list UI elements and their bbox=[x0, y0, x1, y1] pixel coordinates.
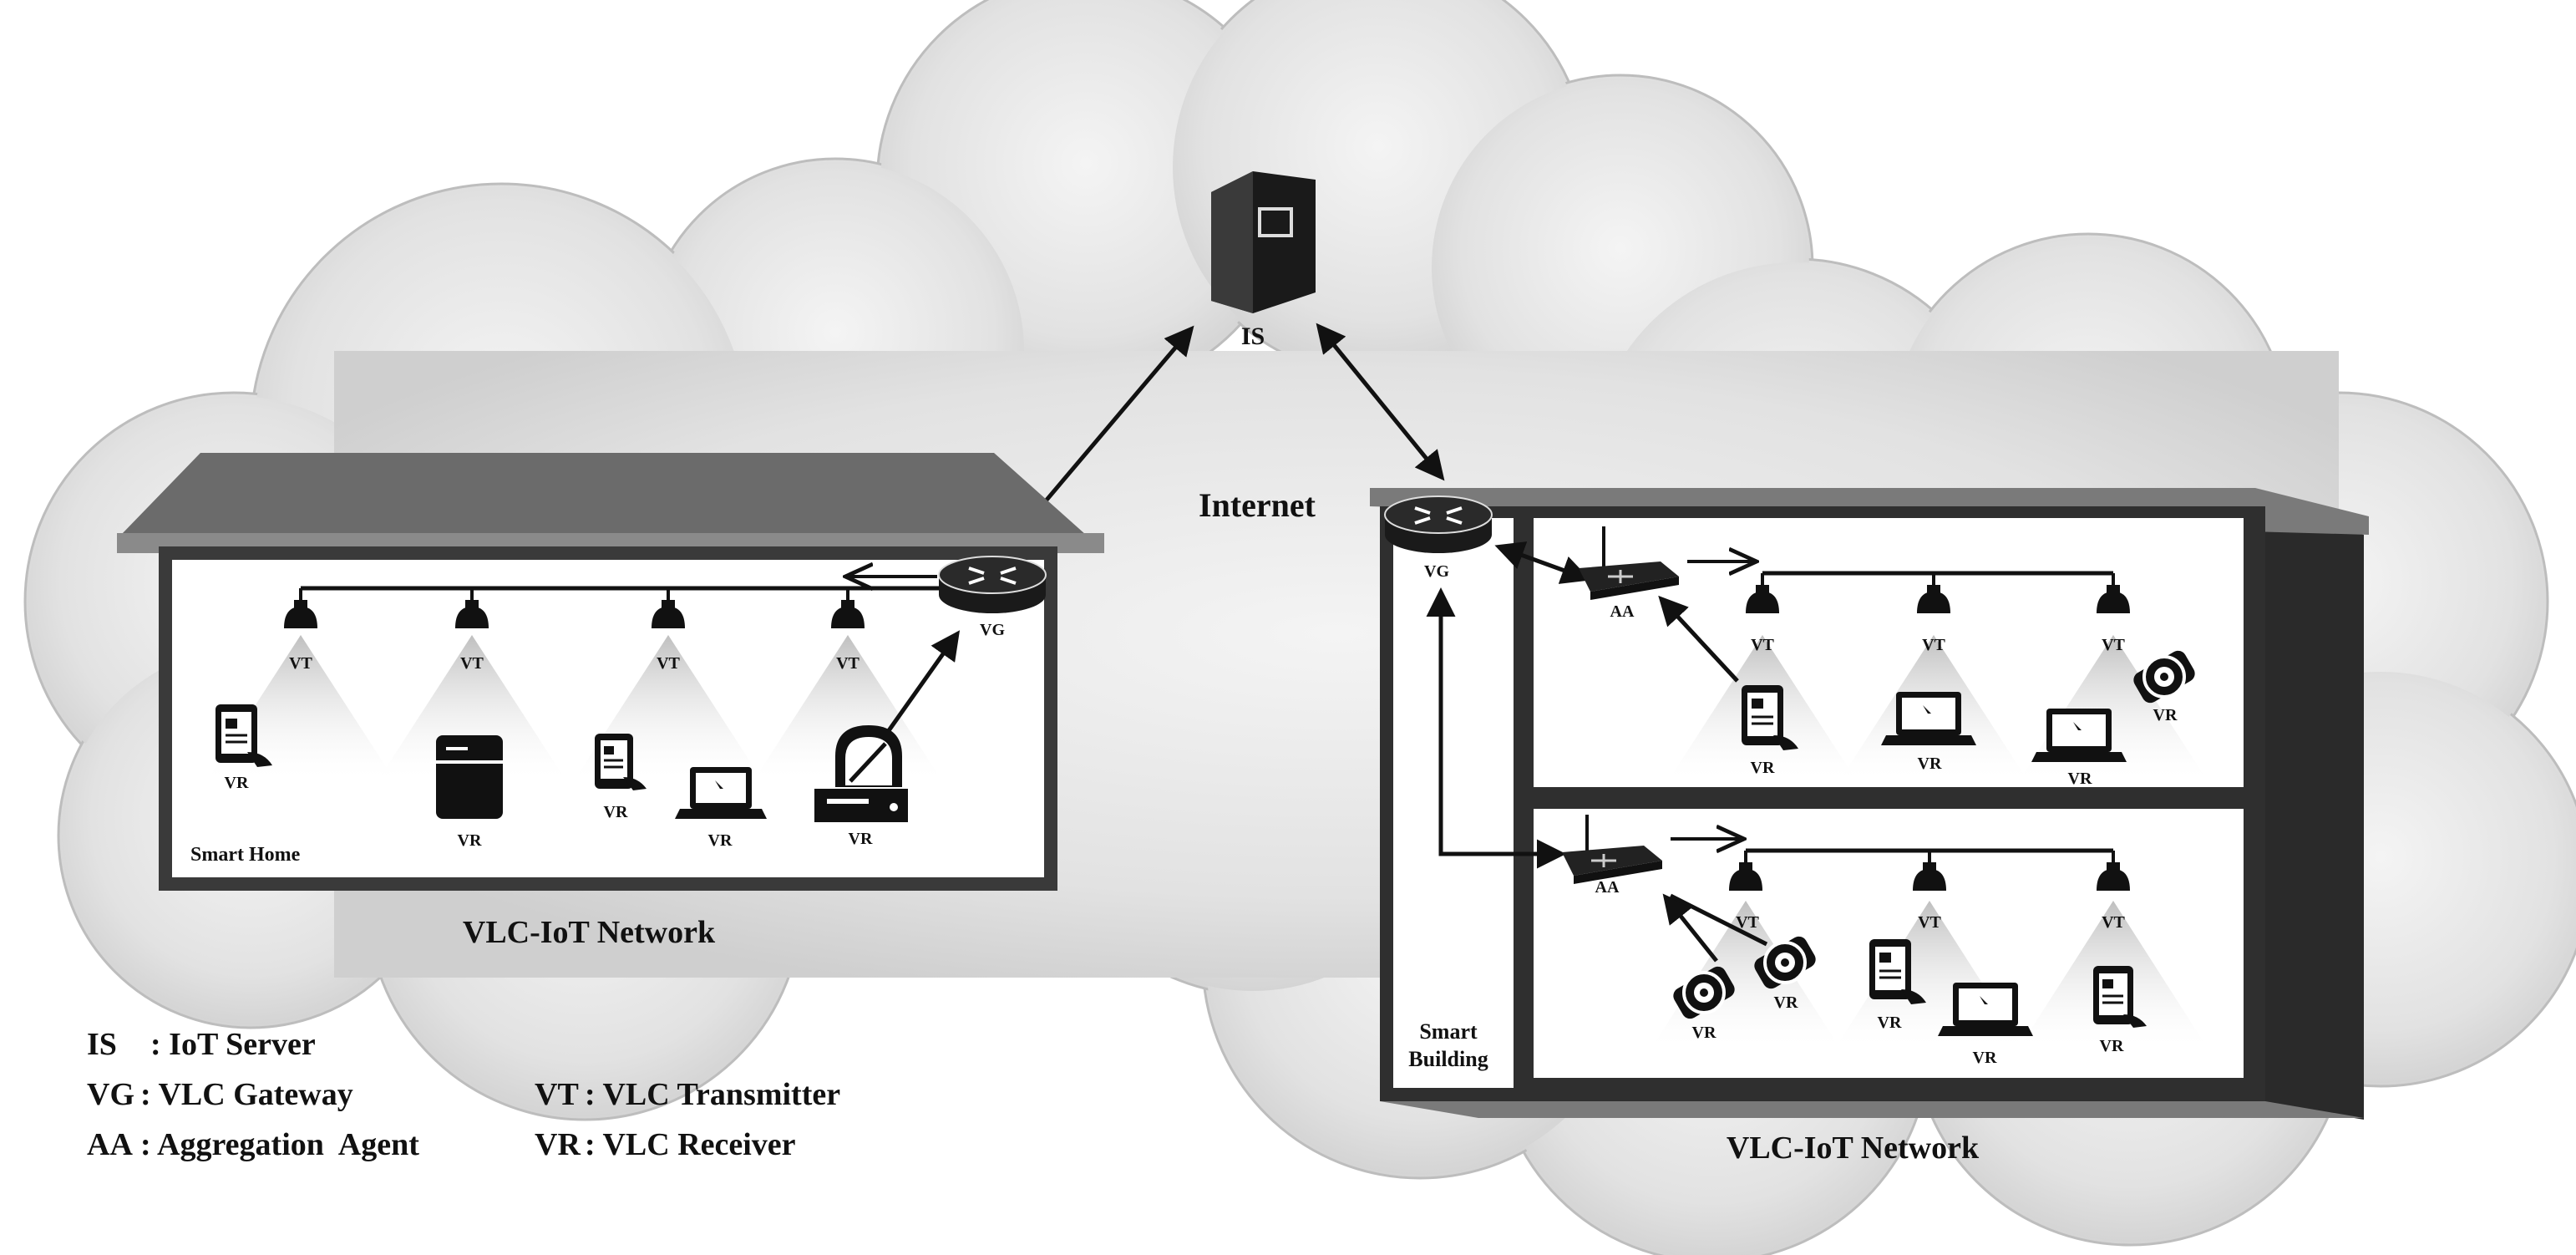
home-network-label: VLC-IoT Network bbox=[463, 915, 716, 950]
building-gateway-label: VG bbox=[1424, 562, 1449, 581]
smart-building-title-line1: Smart bbox=[1419, 1019, 1478, 1044]
upper-vt-label: VT bbox=[2102, 636, 2125, 654]
home-vr-label: VR bbox=[458, 831, 482, 850]
legend-abbr: VT bbox=[535, 1077, 579, 1112]
smart-home-title: Smart Home bbox=[190, 844, 301, 866]
lower-vt-label: VT bbox=[1736, 913, 1759, 932]
lower-vt-label: VT bbox=[1918, 913, 1941, 932]
bulb-icon bbox=[1917, 573, 1950, 613]
legend-abbr: VG bbox=[87, 1077, 134, 1112]
internet-label: Internet bbox=[1199, 486, 1316, 524]
link-building-gateway-server bbox=[1316, 323, 1445, 481]
lower-vr-label: VR bbox=[1774, 993, 1798, 1012]
tablet-icon bbox=[595, 734, 647, 790]
building-floor-base bbox=[1380, 1101, 2364, 1118]
legend-abbr: VR bbox=[535, 1127, 581, 1162]
home-vr-label: VR bbox=[708, 831, 733, 850]
lower-vt-label: VT bbox=[2102, 913, 2125, 932]
upper-link-receiver-agent bbox=[1658, 595, 1739, 683]
laptop-icon bbox=[2031, 709, 2127, 762]
laptop-icon bbox=[1881, 692, 1976, 745]
home-vt-label: VT bbox=[657, 654, 680, 673]
lower-vr-label: VR bbox=[1878, 1014, 1902, 1032]
home-vt-label: VT bbox=[289, 654, 312, 673]
refrigerator-icon bbox=[436, 735, 503, 819]
legend-abbr: AA bbox=[87, 1127, 133, 1162]
upper-agent-label: AA bbox=[1610, 602, 1635, 621]
smartwatch-icon bbox=[1754, 936, 1816, 989]
upper-vr-label: VR bbox=[1918, 755, 1942, 773]
legend-abbr: IS bbox=[87, 1027, 117, 1062]
smart-building-title-line2: Building bbox=[1408, 1047, 1488, 1071]
iot-server-icon bbox=[1211, 171, 1316, 313]
lower-vr-label: VR bbox=[1973, 1049, 1997, 1067]
home-vt-label: VT bbox=[836, 654, 860, 673]
tablet-icon bbox=[1869, 939, 1926, 1004]
bulb-icon bbox=[2097, 851, 2130, 891]
home-gateway-router-icon bbox=[938, 556, 1047, 613]
building-gateway-router-icon bbox=[1384, 495, 1493, 553]
home-vt-label: VT bbox=[460, 654, 484, 673]
bulb-icon bbox=[284, 588, 317, 628]
bulb-icon bbox=[1913, 851, 1946, 891]
home-gateway-label: VG bbox=[980, 621, 1005, 639]
home-roof bbox=[121, 453, 1086, 535]
building-network-label: VLC-IoT Network bbox=[1727, 1131, 1980, 1166]
smart-tv-cabinet-icon bbox=[814, 725, 908, 822]
upper-aggregation-agent-icon bbox=[1579, 526, 1679, 600]
legend-text: : VLC Receiver bbox=[585, 1127, 796, 1162]
smart-home: VT VT VT VT VG VR VR bbox=[117, 453, 1104, 891]
upper-vr-label: VR bbox=[1751, 759, 1775, 777]
server-label: IS bbox=[1241, 323, 1265, 350]
upper-vr-label: VR bbox=[2068, 770, 2092, 788]
home-link-receiver-gateway bbox=[883, 630, 961, 737]
legend-text: : Aggregation Agent bbox=[140, 1127, 419, 1162]
home-vr-label: VR bbox=[604, 803, 628, 821]
legend-text: : VLC Gateway bbox=[140, 1077, 353, 1112]
upper-vt-label: VT bbox=[1751, 636, 1774, 654]
legend-text: : IoT Server bbox=[150, 1027, 316, 1062]
smartwatch-icon bbox=[1673, 966, 1735, 1019]
tablet-icon bbox=[2093, 966, 2147, 1028]
bulb-icon bbox=[652, 588, 685, 628]
legend-text: : VLC Transmitter bbox=[585, 1077, 840, 1112]
link-gateway-lower-agent bbox=[1426, 587, 1566, 869]
bulb-icon bbox=[1746, 573, 1779, 613]
upper-vr-label: VR bbox=[2153, 706, 2178, 724]
lower-agent-label: AA bbox=[1595, 878, 1620, 897]
laptop-icon bbox=[675, 767, 767, 819]
lower-vr-label: VR bbox=[1692, 1024, 1716, 1042]
smartwatch-icon bbox=[2133, 650, 2195, 704]
laptop-icon bbox=[1938, 983, 2033, 1036]
legend: IS : IoT Server VG : VLC Gateway AA : Ag… bbox=[87, 1027, 840, 1162]
building-stairwell bbox=[1393, 518, 1514, 1088]
upper-vt-label: VT bbox=[1922, 636, 1945, 654]
smart-building: VG AA VT VT VT bbox=[1370, 488, 2369, 1120]
bulb-icon bbox=[2097, 573, 2130, 613]
bulb-icon bbox=[1729, 851, 1762, 891]
lower-aggregation-agent-icon bbox=[1562, 815, 1662, 884]
home-vr-label: VR bbox=[849, 830, 873, 848]
tablet-icon bbox=[216, 704, 272, 767]
tablet-icon bbox=[1742, 685, 1798, 750]
lower-link-watch2-agent bbox=[1669, 893, 1768, 947]
lower-vr-label: VR bbox=[2100, 1037, 2124, 1055]
lower-link-watch1-agent bbox=[1662, 893, 1718, 963]
building-side-wall bbox=[2265, 510, 2364, 1120]
home-vr-label: VR bbox=[225, 774, 249, 792]
link-gateway-upper-agent bbox=[1494, 541, 1591, 584]
bulb-icon bbox=[455, 588, 489, 628]
